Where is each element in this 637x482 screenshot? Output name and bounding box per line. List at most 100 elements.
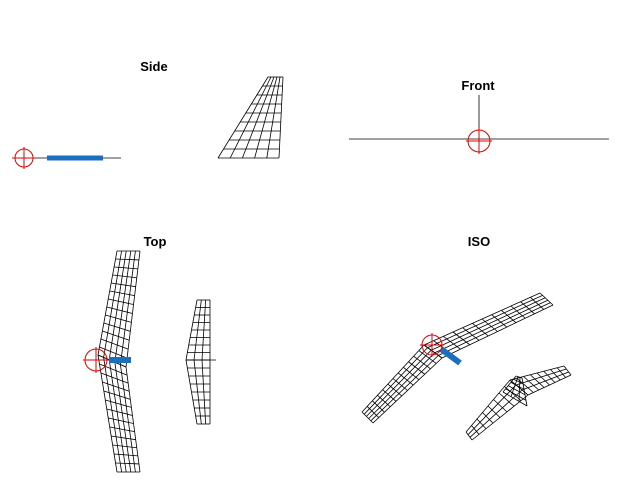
top-view [83, 250, 216, 473]
wing-upper-half-grid-span-line [111, 282, 136, 288]
wing-lower-half-grid-span-line [103, 390, 131, 400]
htail-left-grid-span-line [504, 386, 522, 401]
htail-lower-grid-chord-line [193, 359, 202, 425]
htail-upper-grid-chord-line [201, 299, 207, 361]
htail-left-grid [465, 379, 529, 441]
wing-upper-half-grid-span-line [115, 258, 139, 261]
wing-left-half-grid-chord-line [363, 347, 428, 415]
cg-marker [13, 147, 35, 169]
wing-upper-half-grid-span-line [105, 314, 132, 323]
wing-left-half-grid-span-line [387, 383, 403, 397]
htail-right-grid-span-line [563, 365, 572, 376]
htail-right-grid-chord-line [515, 368, 567, 386]
htail-left-grid-chord-line [467, 384, 517, 435]
wing-right-half-grid-span-line [539, 292, 554, 306]
vertical-tail-grid-chord-line [278, 76, 284, 159]
wing-lower-half-grid-chord-line [108, 359, 127, 473]
htail-right-grid-span-line [550, 369, 561, 381]
wing-left-half-grid-span-line [382, 389, 397, 402]
wing-lower-half-grid-span-line [114, 453, 138, 457]
wing-upper-half-grid-span-line [100, 338, 129, 350]
cg-marker [466, 128, 492, 154]
wing-lower-half-grid-chord-line [125, 366, 141, 473]
htail-right-grid-span-line [529, 374, 545, 388]
iso-view [361, 292, 572, 441]
vtail-grid [502, 375, 528, 407]
htail-right-grid-chord-line [509, 365, 565, 381]
wing-left-half-grid-span-line [418, 350, 437, 364]
htail-lower-grid-chord-line [185, 359, 198, 425]
htail-right-grid-chord-line [527, 374, 572, 396]
wing-upper-half-grid-span-line [108, 298, 134, 305]
htail-upper-grid-chord-line [185, 299, 198, 361]
fuselage-body [439, 346, 462, 366]
wing-left-half-grid [361, 344, 443, 424]
wing-lower-half-grid-span-line [105, 399, 132, 408]
htail-lower-grid [185, 359, 211, 425]
vertical-tail-grid-chord-line [254, 76, 278, 159]
wing-upper-half-grid-chord-line [125, 250, 141, 368]
wing-right-half-grid-span-line [472, 323, 489, 337]
wing-left-half-grid-chord-line [368, 352, 436, 419]
wing-lower-half-grid-span-line [115, 462, 139, 465]
iso-view-title: ISO [467, 234, 491, 249]
htail-left-grid-span-line [465, 431, 473, 441]
top-view-title: Top [143, 234, 167, 249]
wing-left-half-grid-span-line [361, 411, 374, 424]
vtail-grid-span-line [513, 378, 524, 384]
htail-right-grid-span-line [509, 379, 529, 396]
htail-upper-grid [185, 299, 211, 361]
wing-upper-half-grid-chord-line [103, 250, 122, 358]
wing-lower-half-grid-span-line [112, 444, 137, 449]
wing-right-half-grid-chord-line [441, 304, 554, 359]
cg-marker [83, 347, 109, 373]
vtail-grid-chord-line [502, 375, 517, 393]
wing-right-half-grid [423, 292, 554, 359]
vertical-tail-grid-chord-line [217, 76, 269, 159]
wing-upper-half-grid-chord-line [97, 250, 118, 356]
htail-right-grid-span-line [523, 376, 540, 391]
side-view-title: Side [140, 59, 168, 74]
wing-left-half-grid-chord-line [361, 344, 425, 413]
vtail-grid-span-line [515, 375, 523, 379]
wing-left-half-grid-span-line [366, 406, 380, 418]
wing-right-half-grid-span-line [491, 314, 508, 328]
vtail-grid-span-line [508, 385, 526, 396]
htail-left-grid-span-line [471, 425, 480, 435]
wing-upper-half-grid-chord-line [114, 250, 132, 363]
wing-lower-half-grid-chord-line [103, 357, 122, 473]
wing-left-half-grid-span-line [397, 372, 414, 386]
wing-right-half-grid-chord-line [423, 292, 541, 346]
wing-right-half-grid-chord-line [434, 299, 548, 354]
wing-lower-half-grid-span-line [102, 381, 130, 392]
htail-upper-grid-chord-line [193, 299, 202, 361]
vtail-grid-chord-line [518, 377, 521, 402]
wing-upper-half-grid-span-line [114, 266, 138, 270]
wing-upper-half-grid-span-line [112, 274, 137, 279]
wing-lower-half-grid [97, 354, 141, 473]
wing-right-half-grid-span-line [510, 305, 526, 319]
htail-right-grid-span-line [556, 367, 566, 378]
wing-lower-half-grid-span-line [108, 417, 134, 424]
htail-left-grid-chord-line [471, 394, 529, 441]
htail-left-grid-span-line [493, 399, 508, 413]
wing-upper-half-grid [97, 250, 141, 368]
vertical-tail-grid-chord-line [229, 76, 272, 159]
wing-lower-half-grid-chord-line [97, 354, 118, 473]
side-view [12, 76, 284, 169]
wing-left-half-grid-span-line [377, 394, 391, 408]
wing-right-half-grid-span-line [423, 344, 443, 359]
wing-left-half-grid-chord-line [370, 355, 439, 422]
wing-lower-half-grid-span-line [106, 408, 133, 416]
wing-right-half-grid-span-line [443, 336, 461, 350]
htail-left-grid-span-line [476, 418, 487, 430]
htail-left-grid-span-line [498, 392, 515, 407]
wing-right-half-grid-span-line [530, 297, 545, 310]
fuselage-body [47, 155, 103, 161]
htail-lower-grid-chord-line [201, 359, 207, 425]
wing-right-half-grid-span-line [520, 301, 535, 315]
vertical-tail-grid-chord-line [242, 76, 275, 159]
wing-upper-half-grid-span-line [103, 322, 131, 332]
htail-left-grid-span-line [487, 405, 501, 418]
